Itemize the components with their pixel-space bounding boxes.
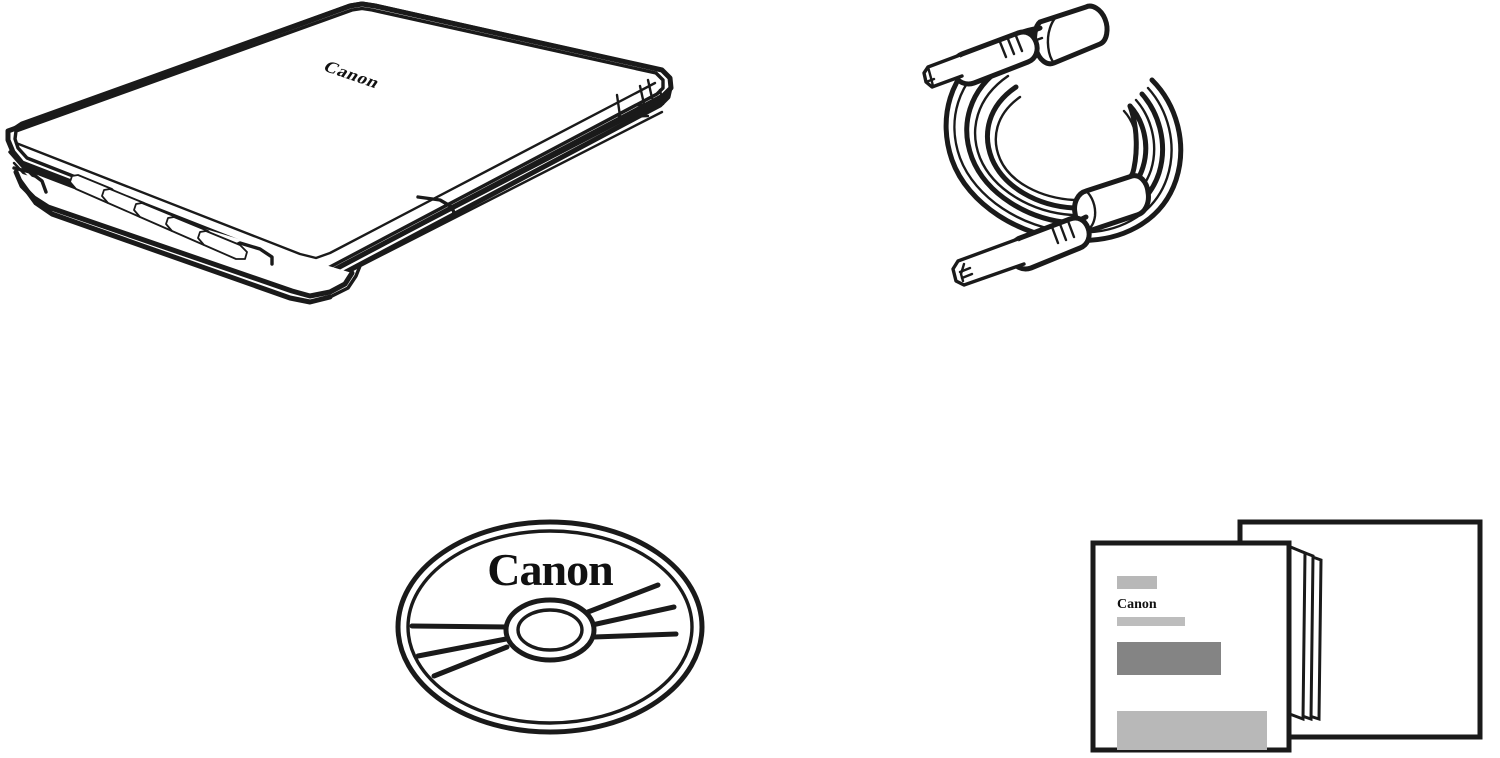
scanner-illustration: Canon	[0, 0, 700, 305]
ferrite-core-top	[1032, 3, 1110, 67]
scanner-button-row	[69, 174, 248, 260]
cd-inner-edge	[406, 529, 694, 725]
cd-radiating-lines	[409, 582, 679, 679]
doc-block-top-small	[1117, 576, 1157, 589]
doc-block-hero	[1117, 642, 1221, 675]
ferrite-core-bottom	[1072, 173, 1151, 233]
document-content-blocks	[1117, 576, 1267, 750]
cd-logo-text: Canon	[487, 544, 613, 595]
usb-type-a-connector	[951, 215, 1092, 287]
doc-block-bottom-wide	[1117, 711, 1267, 750]
usb-type-b-connector	[922, 29, 1040, 89]
document-logo-text: Canon	[1117, 597, 1157, 612]
doc-block-subtitle	[1117, 617, 1185, 626]
cd-rom-illustration: Canon	[390, 515, 710, 740]
documents-illustration: Canon	[1085, 505, 1485, 758]
usb-cable-illustration	[900, 0, 1220, 300]
cd-hub-inner	[516, 608, 584, 652]
